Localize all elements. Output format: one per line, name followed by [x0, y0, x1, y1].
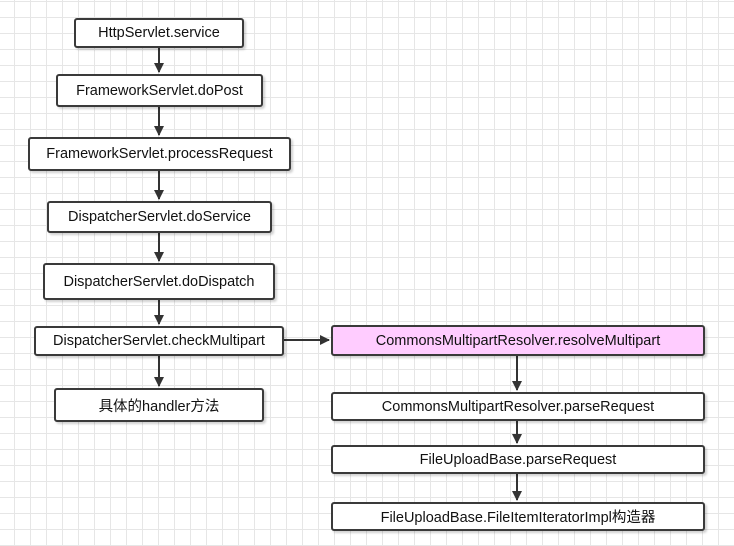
node-handler-method: 具体的handler方法	[54, 388, 264, 422]
node-fileuploadbase-fileitemiteratorimpl: FileUploadBase.FileItemIteratorImpl构造器	[331, 502, 705, 531]
node-httpservlet-service: HttpServlet.service	[74, 18, 244, 48]
node-dispatcherservlet-checkmultipart: DispatcherServlet.checkMultipart	[34, 326, 284, 356]
node-fileuploadbase-parserequest: FileUploadBase.parseRequest	[331, 445, 705, 474]
node-frameworkservlet-dopost: FrameworkServlet.doPost	[56, 74, 263, 107]
node-frameworkservlet-processrequest: FrameworkServlet.processRequest	[28, 137, 291, 171]
node-commonsmultipartresolver-parserequest: CommonsMultipartResolver.parseRequest	[331, 392, 705, 421]
node-commonsmultipartresolver-resolvemultipart: CommonsMultipartResolver.resolveMultipar…	[331, 325, 705, 356]
node-dispatcherservlet-doservice: DispatcherServlet.doService	[47, 201, 272, 233]
node-dispatcherservlet-dodispatch: DispatcherServlet.doDispatch	[43, 263, 275, 300]
